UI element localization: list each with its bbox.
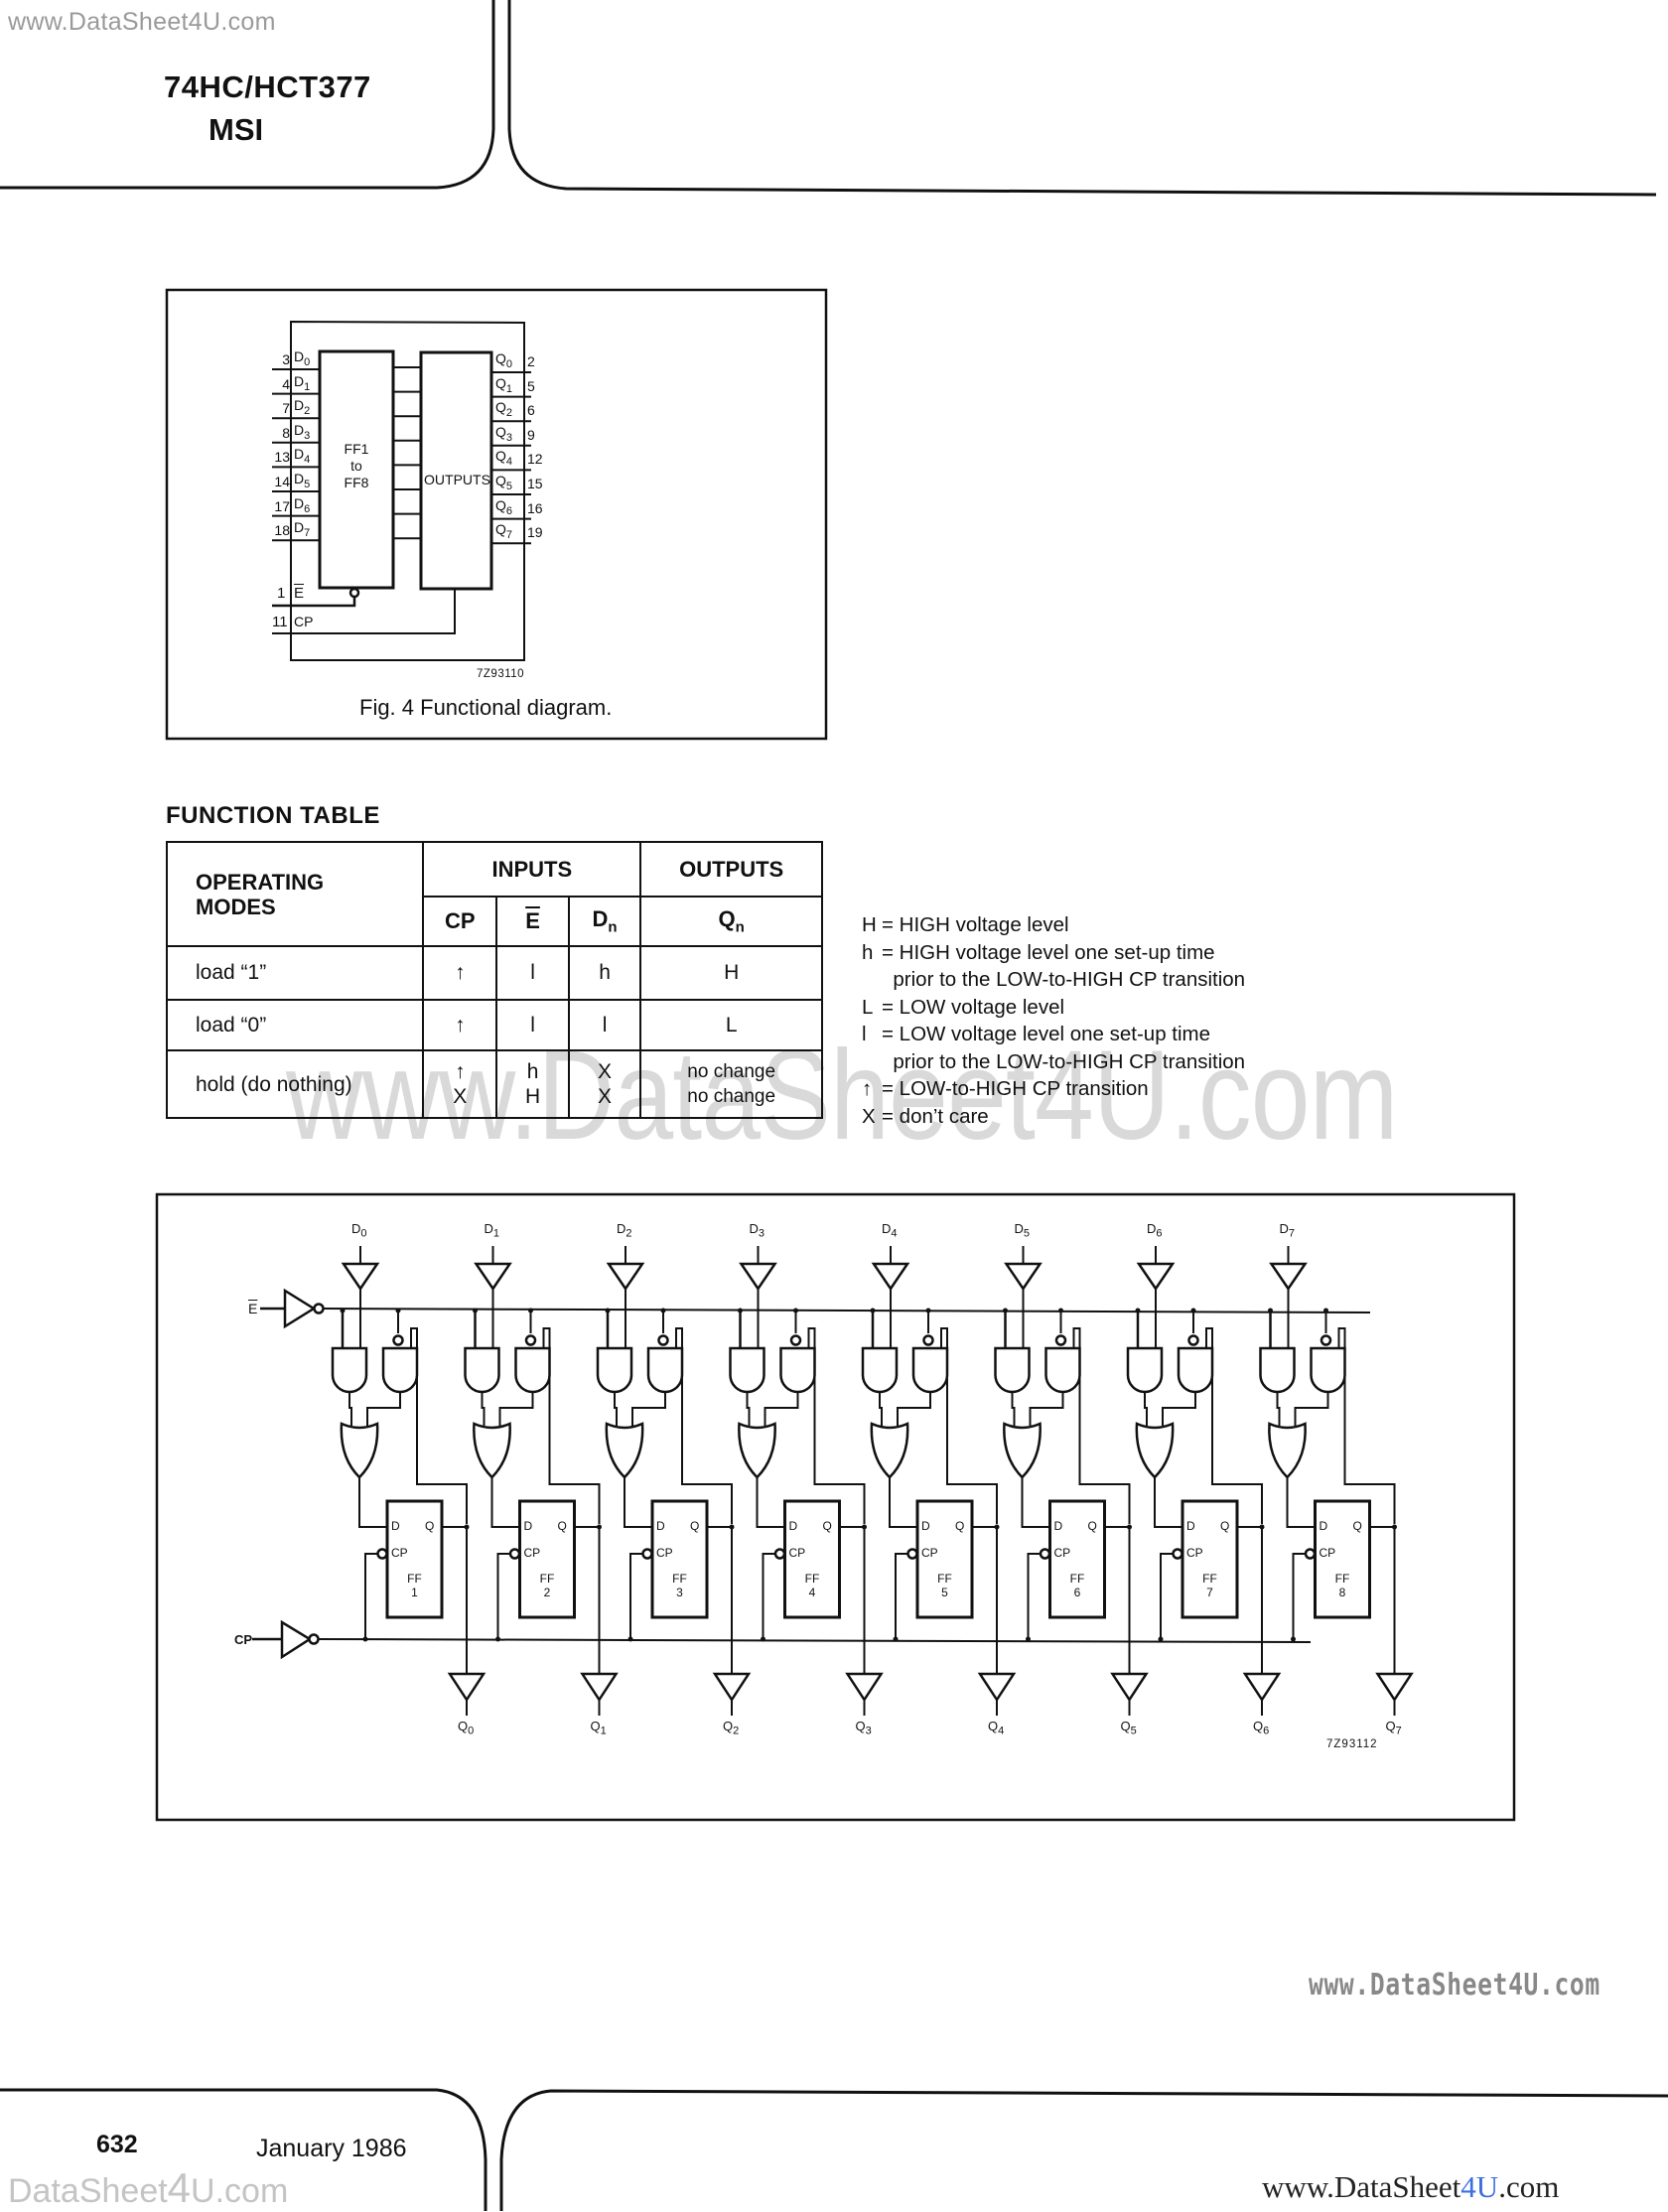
enable-pin-number: 1 [277,585,286,602]
watermark-lower-right: www.DataSheet4U.com [1309,1968,1600,2003]
input-pin-number: 13 [274,449,290,466]
legend-item: prior to the LOW-to-HIGH CP transition [882,968,1246,991]
col-e: E [495,896,570,947]
output-pin-number: 15 [527,476,543,491]
watermark-bottom-left[interactable]: DataSheet4U.com [8,2164,289,2211]
table-row: load “1” ↑ l h H [165,945,823,1001]
table-row: load “0” ↑ l l L [165,999,823,1051]
input-pin-label: D4 [294,446,311,467]
input-pin-number: 4 [282,375,290,392]
ff-block-label-2: to [350,458,362,474]
output-pin-label: Q7 [495,521,513,541]
input-pin-number: 14 [274,474,290,489]
figure-4-caption: Fig. 4 Functional diagram. [359,695,613,720]
output-pin-number: 9 [527,426,535,443]
col-dn: Dn [567,896,642,947]
enable-pin-label: E [294,585,305,602]
col-qn: Qn [639,896,823,947]
page-number: 632 [96,2131,138,2158]
col-cp: CP [422,896,498,947]
function-table-heading: FUNCTION TABLE [166,802,380,829]
output-pin-number: 2 [527,353,535,369]
output-pin-number: 16 [527,499,543,516]
col-group-inputs: INPUTS [422,841,642,898]
legend-item: l= LOW voltage level one set-up time [862,1023,1211,1045]
watermark-bottom-right-link[interactable]: www.DataSheet4U.com [1262,2169,1560,2204]
publication-date: January 1986 [256,2135,407,2162]
watermark-top: www.DataSheet4U.com [8,8,276,36]
outputs-block-label: OUTPUTS [424,472,490,487]
input-pin-label: D7 [294,519,311,539]
output-pin-number: 6 [527,402,535,419]
col-operating-modes: OPERATING MODES [165,841,425,947]
function-table-legend: H= HIGH voltage level h= HIGH voltage le… [862,911,1245,1130]
legend-item: ↑= LOW-to-HIGH CP transition [862,1077,1149,1100]
figure-4-code: 7Z93110 [477,668,525,680]
input-pin-label: D2 [294,397,311,417]
output-pin-label: Q4 [495,448,513,469]
output-pin-label: Q3 [495,423,513,444]
input-pin-label: D0 [294,348,311,368]
col-group-outputs: OUTPUTS [639,841,823,898]
legend-item: h= HIGH voltage level one set-up time [862,940,1215,964]
output-pin-label: Q2 [495,399,513,419]
input-pin-number: 17 [274,497,290,514]
input-pin-number: 7 [282,400,290,417]
legend-item: L= LOW voltage level [862,995,1065,1019]
input-pin-label: D5 [294,471,311,490]
input-pin-number: 8 [282,424,290,441]
output-pin-label: Q1 [495,374,513,395]
ff-block-label-1: FF1 [344,441,369,457]
input-pin-label: D3 [294,421,311,442]
ff-block-label-3: FF8 [344,475,369,490]
function-table: OPERATING MODES INPUTS OUTPUTS CP E Dn Q… [165,841,823,1119]
output-pin-number: 19 [527,524,543,541]
input-pin-number: 18 [274,522,290,539]
clock-pin-label: CP [294,614,314,629]
output-pin-label: Q6 [495,496,513,517]
output-pin-label: Q0 [495,350,513,370]
functional-diagram-drawing [165,288,828,741]
input-pin-label: D6 [294,494,311,515]
output-pin-number: 5 [527,377,535,394]
legend-item: prior to the LOW-to-HIGH CP transition [882,1049,1246,1073]
legend-item: H= HIGH voltage level [862,913,1069,936]
output-pin-label: Q5 [495,473,513,492]
clock-pin-number: 11 [272,614,288,630]
legend-item: X= don’t care [862,1104,989,1128]
output-pin-number: 12 [527,451,543,468]
device-category: MSI [208,112,264,147]
input-pin-number: 3 [282,351,290,367]
input-pin-label: D1 [294,372,311,393]
part-number: 74HC/HCT377 [164,69,371,104]
